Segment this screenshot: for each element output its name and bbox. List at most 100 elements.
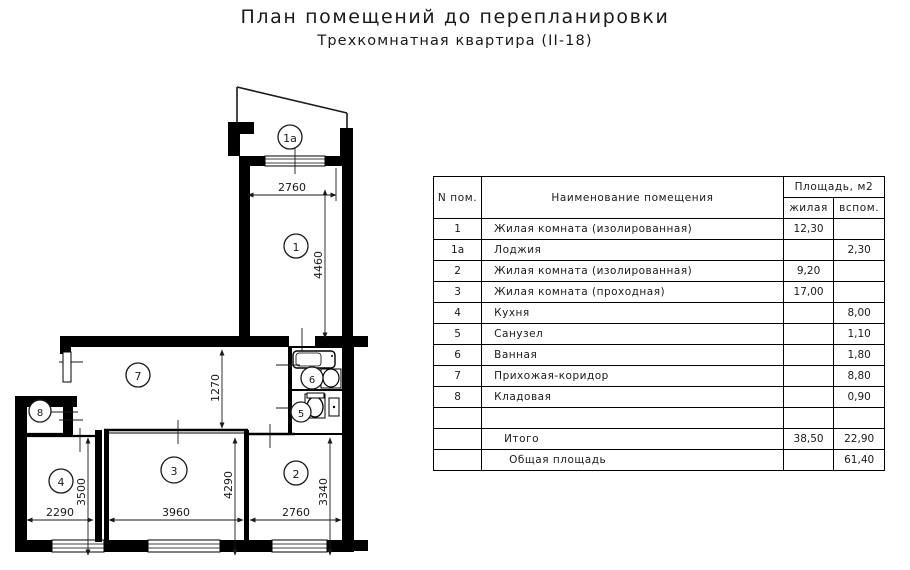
cell-total-value: 61,40 <box>833 449 885 471</box>
room-marker-5: 5 <box>290 401 312 423</box>
cell-living-area <box>782 386 835 408</box>
dimension-room2-height: 3340 <box>317 478 330 506</box>
cell-living-area: 9,20 <box>782 260 835 282</box>
window-kitchen <box>51 539 105 553</box>
page-subtitle: Трехкомнатная квартира (II-18) <box>317 33 593 49</box>
table-row-subtotal: Итого 38,50 22,90 <box>432 428 885 450</box>
cell-room-number: 7 <box>432 365 483 387</box>
room-label-1a: 1а <box>283 132 297 145</box>
cell-aux-area <box>833 218 885 240</box>
room-marker-2: 2 <box>283 460 309 486</box>
balcony-post-left-down <box>228 122 240 156</box>
room-label-4: 4 <box>58 476 65 489</box>
dimension-kitchen-width: 2290 <box>46 506 74 519</box>
cell-subtotal-label: Итого <box>481 428 784 450</box>
header-area-group: Площадь, м2 <box>782 176 886 198</box>
cell-room-name: Жилая комната (изолированная) <box>481 260 784 282</box>
wall-room3-left <box>104 430 109 542</box>
window-room3 <box>147 539 221 553</box>
page-title: План помещений до перепланировки <box>240 6 670 28</box>
room-marker-6: 6 <box>300 366 324 390</box>
room-label-3: 3 <box>171 465 178 478</box>
wall-hall-top-left-return <box>60 336 71 354</box>
cell-room-name: Кладовая <box>481 386 784 408</box>
cell-living-area: 12,30 <box>782 218 835 240</box>
wc-fixture <box>328 397 340 417</box>
room-marker-1a: 1а <box>277 124 303 150</box>
cell-aux-area: 8,00 <box>833 302 885 324</box>
dimension-kitchen-height: 3500 <box>75 478 88 506</box>
dimension-balcony-width: 2760 <box>278 181 306 194</box>
table-header: N пом. Наименование помещения Площадь, м… <box>432 176 886 219</box>
wc-drain-icon <box>332 405 336 409</box>
table-row: 1 Жилая комната (изолированная) 12,30 <box>432 218 885 240</box>
cell-aux-area: 0,90 <box>833 386 885 408</box>
cell-aux-area: 8,80 <box>833 365 885 387</box>
cell-room-name: Кухня <box>481 302 784 324</box>
room-label-7: 7 <box>135 370 142 383</box>
cell-room-number: 2 <box>432 260 483 282</box>
table-row: 3 Жилая комната (проходная) 17,00 <box>432 281 885 303</box>
plan-walls <box>15 86 368 553</box>
table-row: 8 Кладовая 0,90 <box>432 386 885 408</box>
dimension-room3-width: 3960 <box>162 506 190 519</box>
cell-living-area <box>782 302 835 324</box>
header-room-name: Наименование помещения <box>481 176 784 219</box>
header-living-area: жилая <box>782 197 835 219</box>
wall-right-top-stub <box>342 336 368 347</box>
cell-living-area <box>782 344 835 366</box>
room-label-1: 1 <box>293 241 300 254</box>
room-markers: 1а 1 2 3 4 5 6 7 <box>28 124 324 494</box>
table-row-spacer <box>432 407 885 429</box>
room-label-6: 6 <box>309 375 315 386</box>
table-row-total: Общая площадь 61,40 <box>432 449 885 471</box>
table-row: 2 Жилая комната (изолированная) 9,20 <box>432 260 885 282</box>
cell-spacer-name <box>481 407 784 429</box>
cell-total-living <box>782 449 835 471</box>
wall-room1-right <box>342 166 353 341</box>
cell-aux-area <box>833 260 885 282</box>
wall-left-outer <box>15 396 27 551</box>
table-row: 7 Прихожая-коридор 8,80 <box>432 365 885 387</box>
cell-room-number: 1 <box>432 218 483 240</box>
wall-room3-right <box>244 430 249 542</box>
toilet-cistern-icon <box>306 392 325 399</box>
cell-room-name: Жилая комната (изолированная) <box>481 218 784 240</box>
room-marker-8: 8 <box>28 399 52 423</box>
cell-room-number: 6 <box>432 344 483 366</box>
cell-room-name: Санузел <box>481 323 784 345</box>
dimension-room2-width: 2760 <box>282 506 310 519</box>
header-room-number: N пом. <box>432 176 483 219</box>
cell-spacer-number <box>432 407 483 429</box>
cell-aux-area: 1,80 <box>833 344 885 366</box>
wall-right-outer <box>342 336 354 551</box>
cell-room-number: 3 <box>432 281 483 303</box>
plan-dimensions <box>26 168 342 556</box>
cell-room-name: Ванная <box>481 344 784 366</box>
dimension-hall-depth: 1270 <box>209 374 222 402</box>
cell-living-area <box>782 239 835 261</box>
header-auxiliary-area: вспом. <box>833 197 885 219</box>
bathtub-drain-icon <box>331 355 333 357</box>
room-marker-1: 1 <box>283 233 309 259</box>
cell-room-name: Прихожая-коридор <box>481 365 784 387</box>
cell-aux-area: 1,10 <box>833 323 885 345</box>
cell-room-name: Лоджия <box>481 239 784 261</box>
cell-room-name: Жилая комната (проходная) <box>481 281 784 303</box>
cell-room-number: 8 <box>432 386 483 408</box>
table-body: 1 Жилая комната (изолированная) 12,30 1а… <box>432 218 885 471</box>
room-label-8: 8 <box>37 408 43 419</box>
dimension-room3-height: 4290 <box>222 471 235 499</box>
cell-room-number: 4 <box>432 302 483 324</box>
cell-room-number: 5 <box>432 323 483 345</box>
wall-hall-top <box>60 336 353 347</box>
title-block: План помещений до перепланировки Трехком… <box>0 6 910 49</box>
table-row: 1а Лоджия 2,30 <box>432 239 885 261</box>
cell-spacer-aux <box>833 407 885 429</box>
cell-living-area: 17,00 <box>782 281 835 303</box>
balcony-post-right <box>340 128 353 162</box>
dimension-room1-height: 4460 <box>312 251 325 279</box>
table-header-row-2: жилая вспом. <box>434 197 885 219</box>
sink-icon <box>322 368 340 388</box>
cell-subtotal-living: 38,50 <box>782 428 835 450</box>
